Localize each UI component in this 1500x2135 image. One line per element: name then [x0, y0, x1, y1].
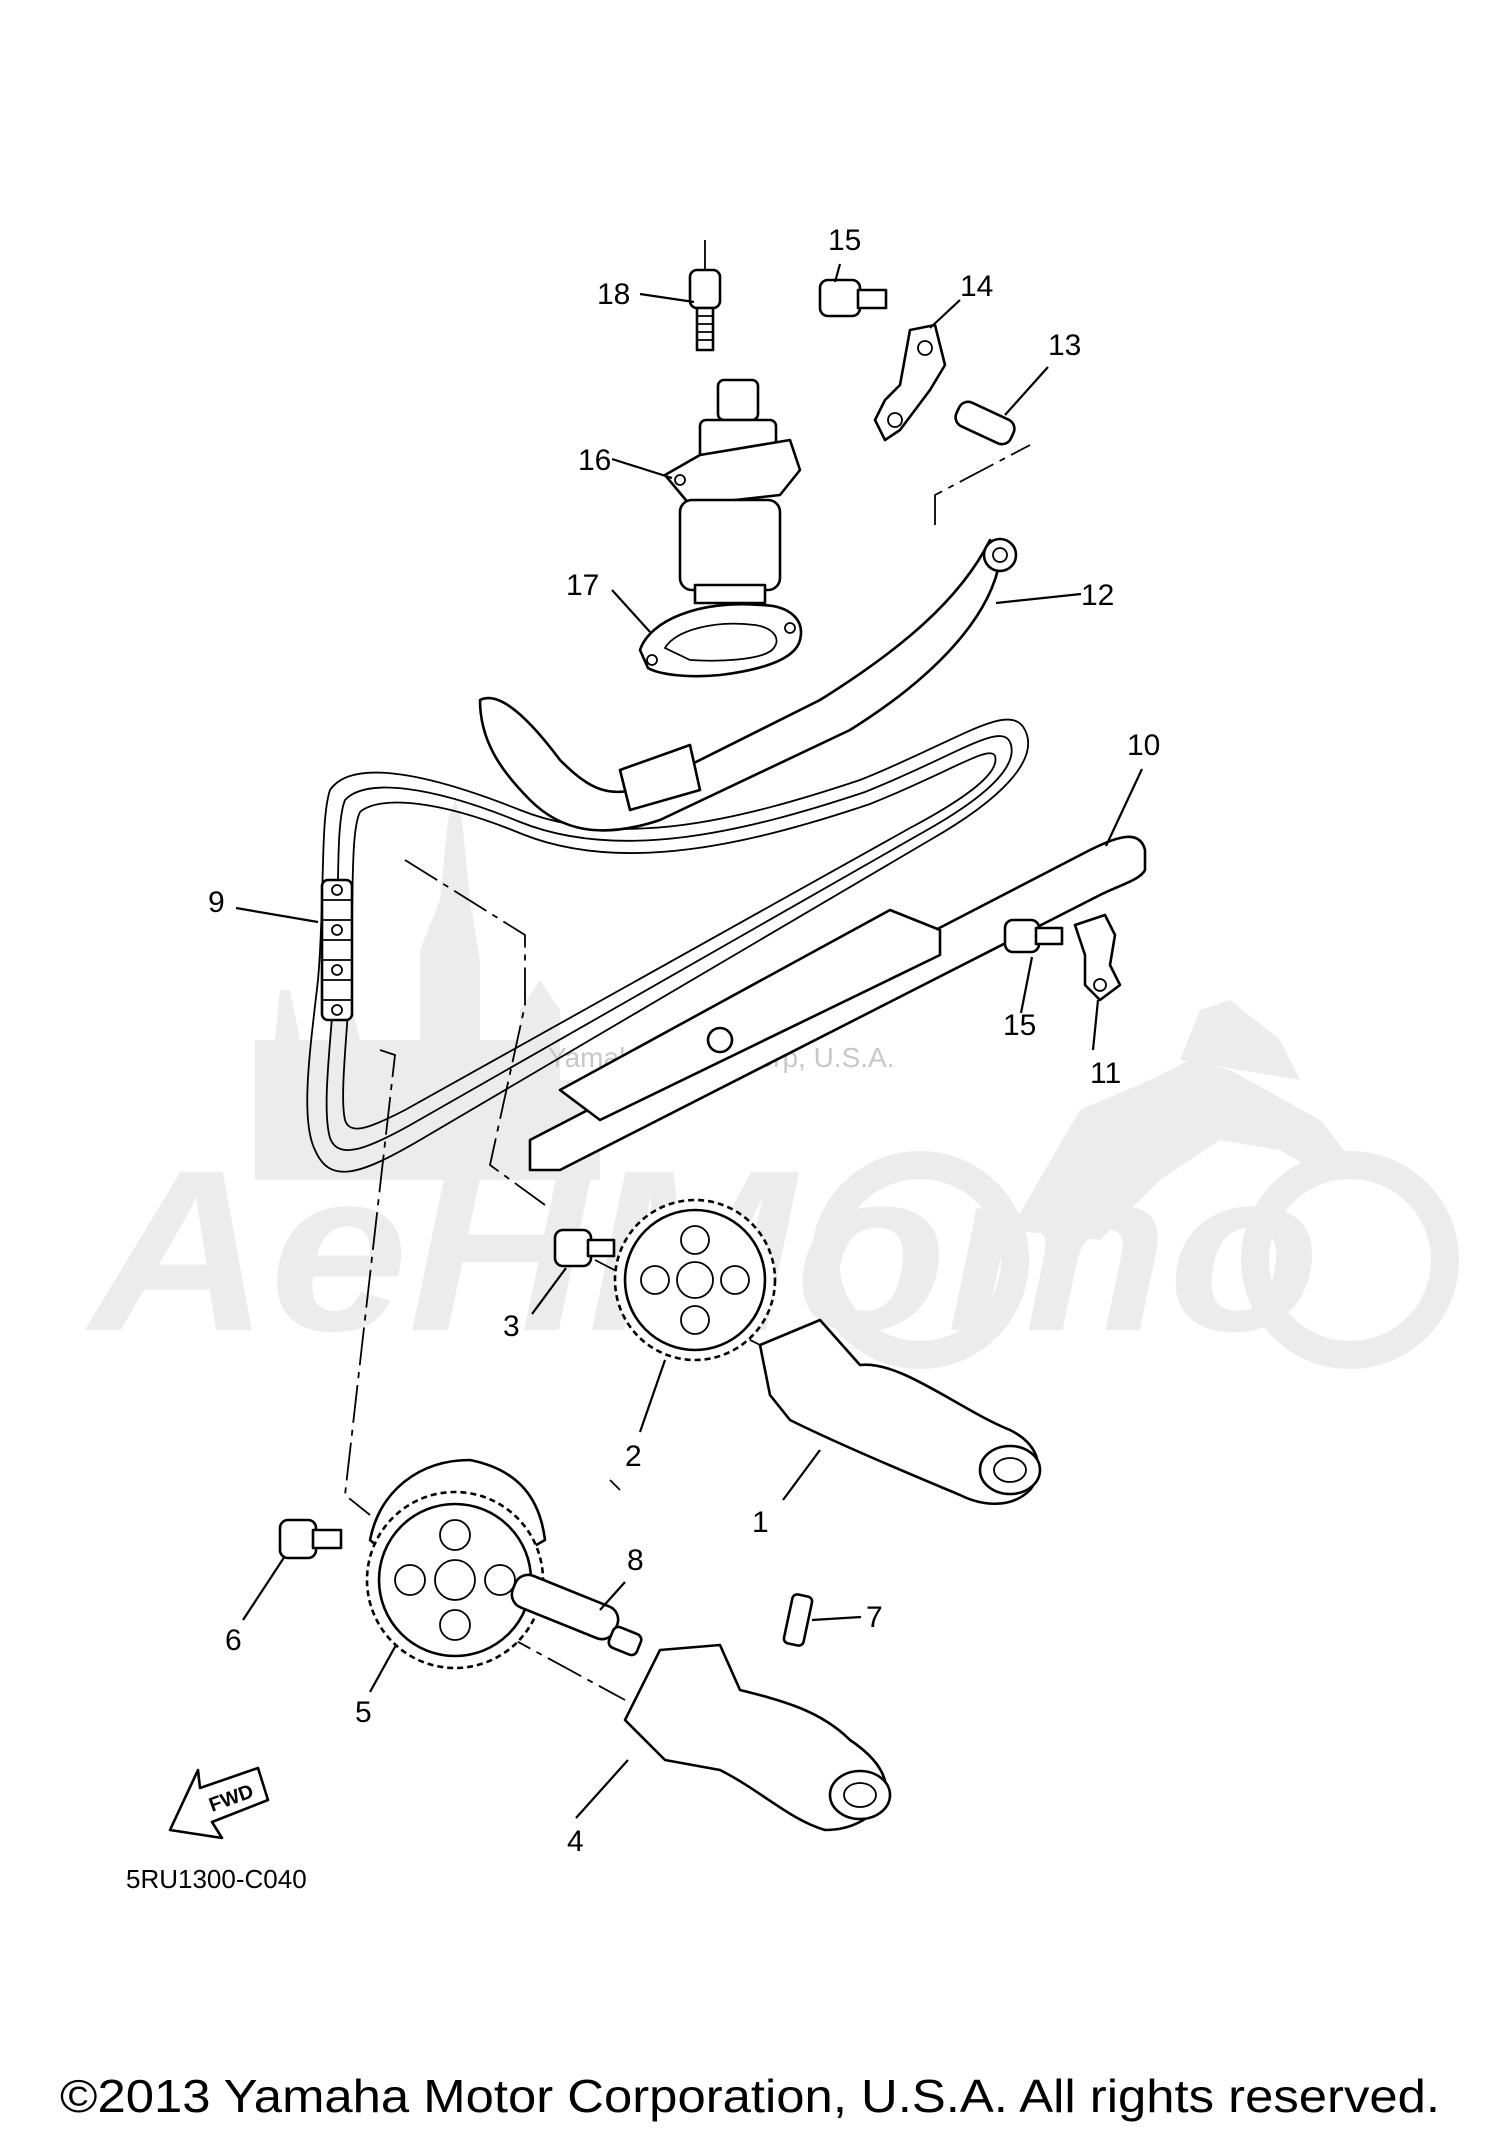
exhaust-camshaft: [758, 1318, 1042, 1506]
callout-16: 16: [578, 444, 611, 477]
assembly-line: [609, 1479, 621, 1491]
callout-8: 8: [627, 1544, 644, 1577]
forward-direction-arrow: FWD: [168, 1766, 270, 1840]
tensioner-gasket: [638, 602, 803, 678]
cam-chain-tensioner: [663, 378, 802, 605]
copyright-notice: ©2013 Yamaha Motor Corporation, U.S.A. A…: [60, 2070, 1440, 2122]
callout-7: 7: [866, 1601, 883, 1634]
callout-14: 14: [960, 270, 993, 303]
decompression-shaft: [510, 1573, 643, 1657]
callout-10: 10: [1127, 729, 1160, 762]
callout-9: 9: [208, 886, 225, 919]
bracket-bolt: [818, 278, 888, 318]
intake-cam-sprocket: [365, 1458, 547, 1670]
bracket: [873, 323, 947, 442]
callout-17: 17: [566, 569, 599, 602]
callout-1: 1: [752, 1506, 769, 1539]
callout-4: 4: [567, 1825, 584, 1858]
callout-11: 11: [1090, 1057, 1121, 1090]
callout-13: 13: [1048, 329, 1081, 362]
sprocket-bolt-upper: [553, 1228, 616, 1268]
assembly-line: [934, 444, 1031, 525]
callout-15-lower: 15: [1003, 1009, 1036, 1042]
watermark-motorcycle-icon: [811, 1000, 1459, 1369]
diagram-code: 5RU1300-C040: [126, 1864, 307, 1894]
callout-6: 6: [225, 1624, 242, 1657]
callout-5: 5: [355, 1696, 372, 1729]
intake-camshaft: [623, 1643, 892, 1832]
guide-bolt: [1003, 918, 1064, 954]
exhaust-cam-sprocket: [613, 1198, 777, 1362]
chain-guide: [528, 835, 1147, 1172]
callouts: 1 2 3 4 5 6 7 8 9 10 11 12 13 14 15 15 1…: [208, 224, 1160, 1858]
dowel-pin: [782, 1593, 814, 1647]
callout-15-upper: 15: [828, 224, 861, 257]
callout-18: 18: [597, 278, 630, 311]
callout-12: 12: [1081, 579, 1114, 612]
assembly-line: [344, 1049, 396, 1516]
leader-lines: [235, 263, 1143, 1819]
callout-3: 3: [503, 1310, 520, 1343]
tensioner-guide: [478, 537, 1018, 832]
chain-segment: [320, 878, 354, 1022]
pin: [954, 400, 1016, 446]
tensioner-bolt: [688, 268, 722, 352]
clip: [1073, 913, 1122, 1002]
callout-2: 2: [625, 1440, 642, 1473]
sprocket-bolt-lower: [278, 1518, 343, 1560]
assembly-line: [404, 859, 546, 1206]
